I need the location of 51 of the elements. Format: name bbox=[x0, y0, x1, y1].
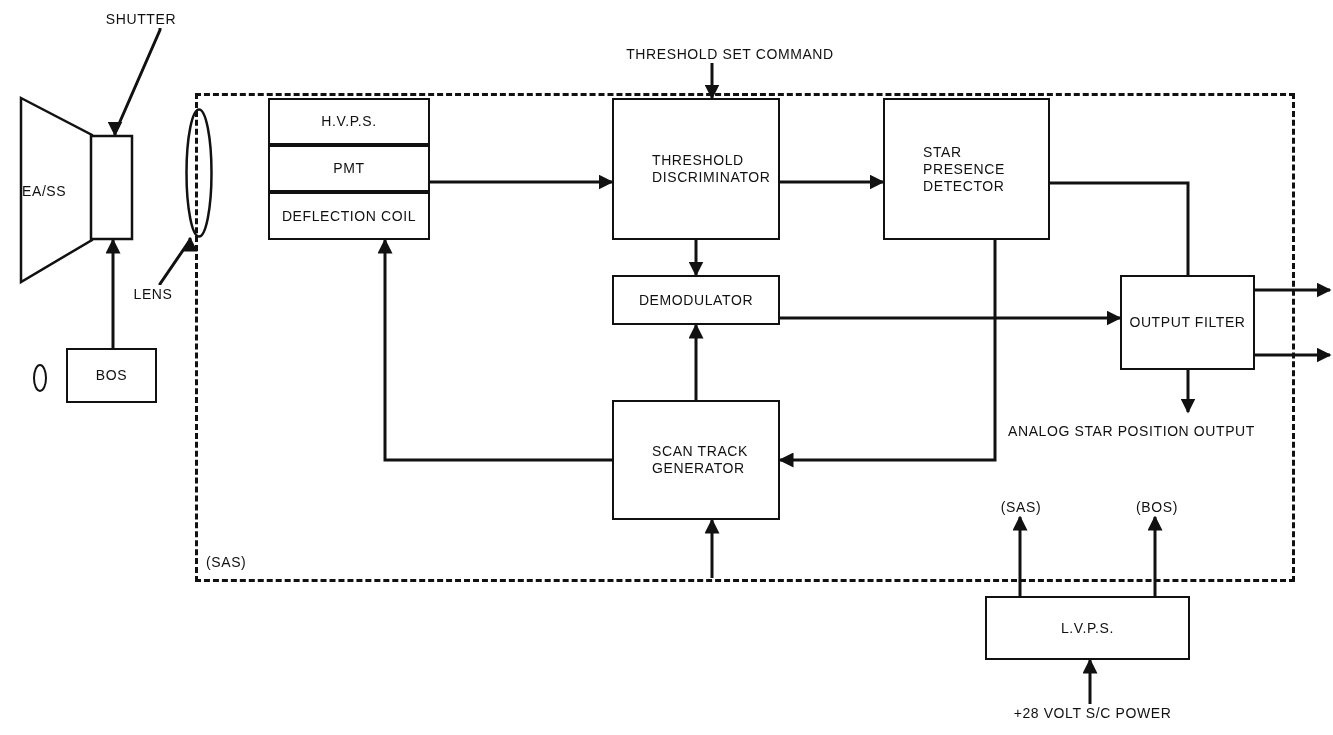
process-box bbox=[612, 275, 780, 325]
signal-label: LENS bbox=[128, 285, 178, 303]
system-boundary bbox=[195, 93, 1295, 582]
arrow bbox=[1255, 347, 1332, 363]
signal-label: +28 VOLT S/C POWER bbox=[975, 704, 1210, 723]
signal-label: SHUTTER bbox=[104, 10, 178, 28]
arrow bbox=[780, 174, 885, 190]
shutter-box bbox=[90, 135, 133, 240]
box-label: L.V.P.S. bbox=[1060, 619, 1115, 637]
box-label: THRESHOLD DISCRIMINATOR bbox=[652, 152, 770, 186]
box-label: STAR PRESENCE DETECTOR bbox=[923, 143, 1006, 195]
leader-line bbox=[107, 27, 162, 137]
process-box bbox=[883, 98, 1050, 240]
signal-label: THRESHOLD SET COMMAND bbox=[575, 45, 885, 63]
box-label: H.V.P.S. bbox=[321, 113, 377, 130]
arrow bbox=[1255, 282, 1332, 298]
box-label: BOS bbox=[95, 367, 128, 384]
process-box bbox=[612, 400, 780, 520]
process-box bbox=[66, 348, 157, 403]
box-label: PMT bbox=[333, 160, 365, 177]
process-box bbox=[268, 192, 430, 240]
box-label: EA/SS bbox=[22, 183, 67, 200]
process-box bbox=[1120, 275, 1255, 370]
arrow bbox=[704, 63, 720, 100]
arrow bbox=[1180, 370, 1196, 414]
process-box bbox=[268, 98, 430, 145]
signal-label: (BOS) bbox=[1126, 498, 1188, 517]
system-label: (SAS) bbox=[206, 554, 247, 571]
arrow bbox=[704, 518, 720, 578]
lens-ellipse bbox=[185, 108, 213, 238]
leader-line bbox=[158, 236, 198, 286]
signal-label: (SAS) bbox=[993, 498, 1049, 517]
box-label: DEFLECTION COIL bbox=[281, 207, 417, 225]
arrow bbox=[688, 323, 704, 400]
arrow bbox=[1082, 658, 1098, 704]
arrow bbox=[780, 310, 1122, 326]
sensor-housing bbox=[20, 97, 92, 283]
arrow bbox=[105, 238, 121, 348]
process-box bbox=[612, 98, 780, 240]
signal-label: ANALOG STAR POSITION OUTPUT bbox=[1008, 412, 1278, 450]
arrow bbox=[688, 240, 704, 277]
process-box bbox=[268, 145, 430, 192]
arrow bbox=[430, 174, 614, 190]
arrow bbox=[377, 238, 612, 462]
arrow bbox=[1147, 515, 1163, 596]
arrow bbox=[1012, 515, 1028, 596]
box-label: SCAN TRACK GENERATOR bbox=[652, 443, 749, 477]
box-label: DEMODULATOR bbox=[638, 291, 754, 309]
box-label: OUTPUT FILTER bbox=[1129, 314, 1246, 331]
arrow bbox=[778, 240, 997, 468]
process-box bbox=[985, 596, 1190, 660]
